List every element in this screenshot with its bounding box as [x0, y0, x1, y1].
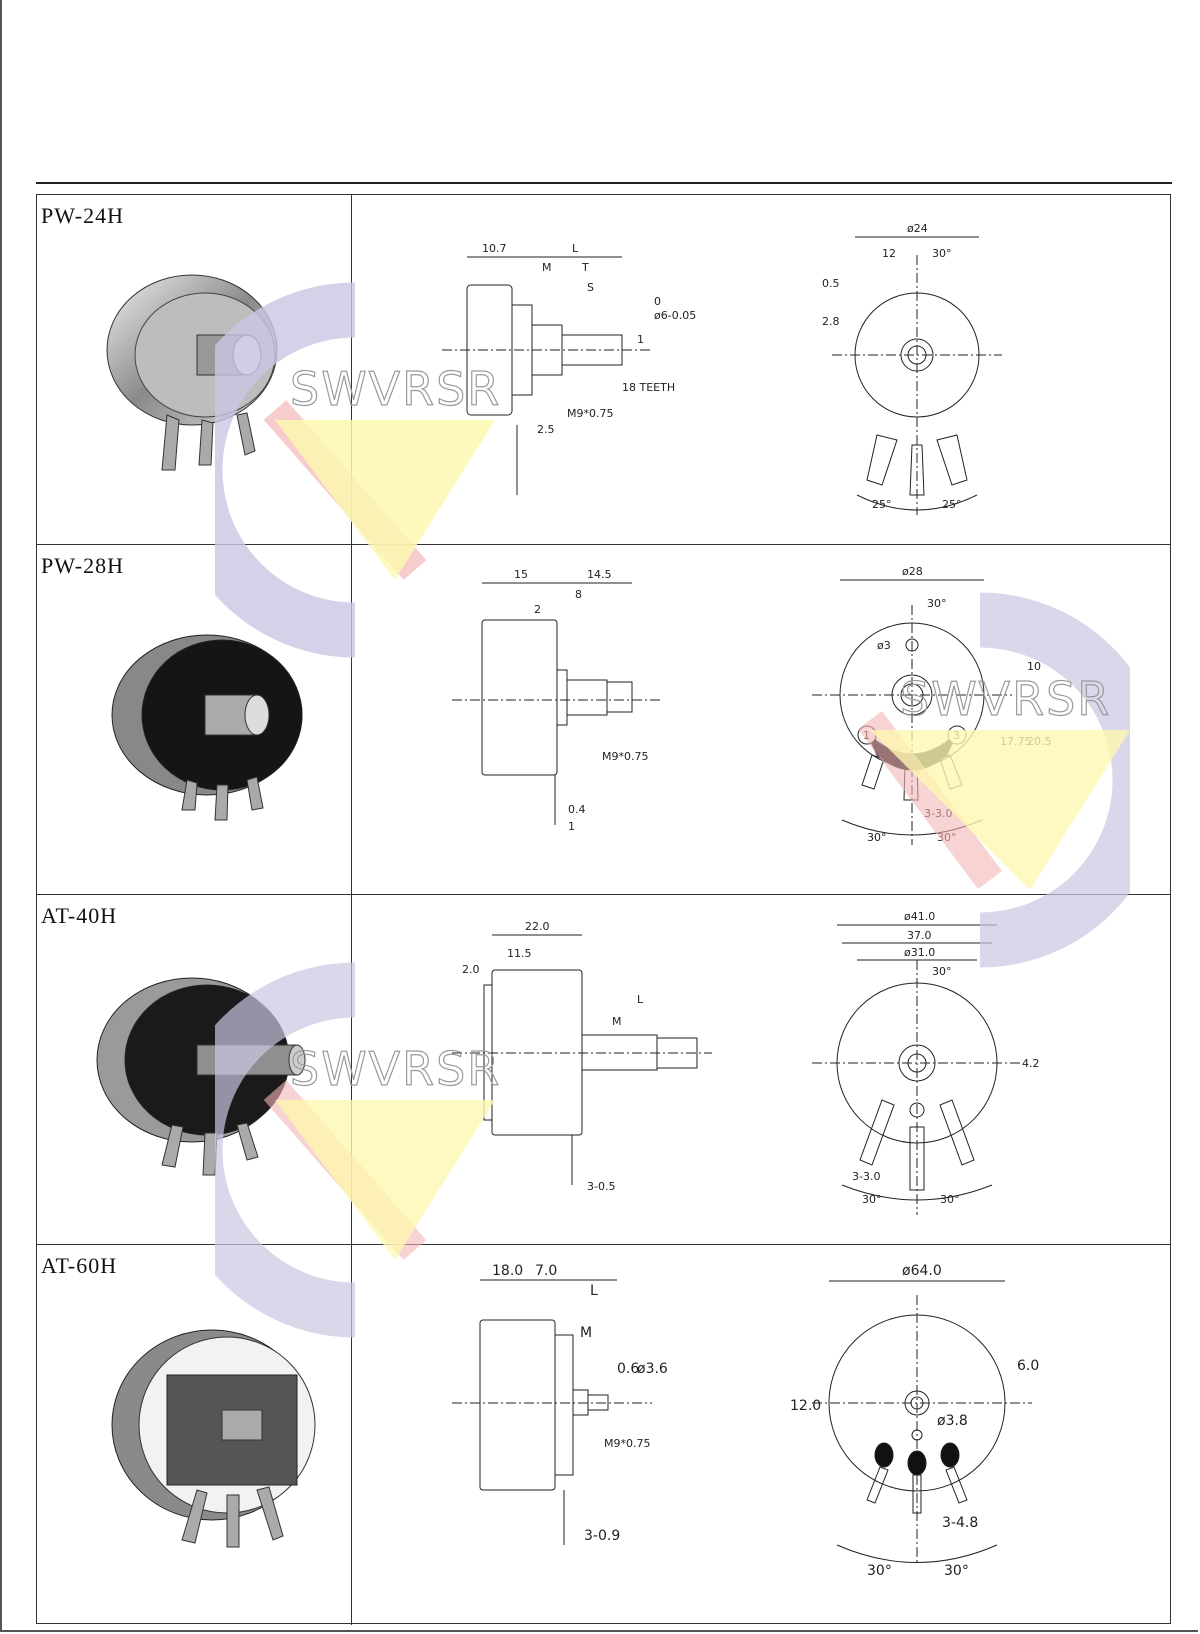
- dim-label: 3-3.0: [924, 807, 952, 820]
- drawing-cell: 22.0 11.5 2.0 L M 3-0.5: [352, 895, 1170, 1244]
- dim-label: 30°: [927, 597, 947, 610]
- front-view-drawing: ø41.0 37.0 ø31.0 30° 4.2 3-3.0 30° 30°: [812, 910, 1040, 1215]
- dim-label: 0.6: [617, 1361, 639, 1377]
- dim-label: 8: [575, 588, 582, 601]
- dim-label: 0.5: [822, 277, 840, 290]
- dim-label: ø28: [902, 565, 923, 578]
- dim-label: ø6-0.05: [654, 309, 696, 322]
- table-row: AT-60H 18.0 7.0 L: [37, 1245, 1170, 1625]
- dim-label: M: [612, 1015, 622, 1028]
- drawing-cell: 15 14.5 8 2 M9*0.75 0.4 1: [352, 545, 1170, 894]
- photo-cell: AT-60H: [37, 1245, 352, 1625]
- dim-label: 22.0: [525, 920, 550, 933]
- dim-label: ø3: [877, 639, 891, 652]
- dim-label: 18 TEETH: [622, 381, 675, 394]
- model-name: AT-60H: [41, 1253, 118, 1278]
- header-rule: [36, 182, 1172, 184]
- dim-label: 30°: [867, 1563, 892, 1579]
- model-name: PW-28H: [41, 553, 124, 578]
- dim-label: M9*0.75: [602, 750, 648, 763]
- dim-label: 30°: [937, 831, 957, 844]
- potentiometer-photo: [111, 1329, 316, 1548]
- dim-label: 30°: [932, 247, 952, 260]
- dim-label: ø24: [907, 222, 928, 235]
- dim-label: 2.0: [462, 963, 480, 976]
- model-name: PW-24H: [41, 203, 124, 228]
- dim-label: L: [637, 993, 644, 1006]
- dim-label: 25°: [872, 498, 892, 511]
- dim-label: 2.5: [537, 423, 555, 436]
- drawing-cell: 18.0 7.0 L M 0.6 ø3.6 M9*0.75 3-0.9: [352, 1245, 1170, 1625]
- side-view-drawing: 15 14.5 8 2 M9*0.75 0.4 1: [452, 568, 662, 833]
- photo-cell: PW-24H: [37, 195, 352, 544]
- dim-label: 2: [534, 603, 541, 616]
- table-row: AT-40H 22.0 11.5 2.: [37, 895, 1170, 1245]
- dim-label: 12: [882, 247, 896, 260]
- terminal-label: 1: [863, 729, 870, 742]
- front-view-drawing: ø64.0 6.0 12.0 ø3.8 3-4.8 30° 30°: [790, 1263, 1039, 1579]
- dim-label: 25°: [942, 498, 962, 511]
- table-row: PW-28H 15 14.5 8: [37, 545, 1170, 895]
- dim-label: 37.0: [907, 929, 932, 942]
- dim-label: 20.5: [1027, 735, 1052, 748]
- potentiometer-photo: [111, 634, 303, 821]
- drawing-cell: 10.7 L M T S 0 ø6-0.05 1 18 TEETH M9*0.7…: [352, 195, 1170, 544]
- terminal-label: 3: [953, 729, 960, 742]
- dim-label: 10: [1027, 660, 1041, 673]
- dim-label: L: [590, 1283, 598, 1299]
- dim-label: L: [572, 242, 579, 255]
- dim-label: 30°: [940, 1193, 960, 1206]
- dim-label: ø31.0: [904, 946, 935, 959]
- dim-label: 10.7: [482, 242, 507, 255]
- dim-label: 30°: [862, 1193, 882, 1206]
- dim-label: 3-3.0: [852, 1170, 880, 1183]
- side-view-drawing: 10.7 L M T S 0 ø6-0.05 1 18 TEETH M9*0.7…: [442, 242, 696, 495]
- dim-label: M: [542, 261, 552, 274]
- dim-label: 11.5: [507, 947, 532, 960]
- dim-label: ø41.0: [904, 910, 935, 923]
- dim-label: 30°: [867, 831, 887, 844]
- spec-table: PW-24H: [36, 194, 1171, 1625]
- photo-cell: PW-28H: [37, 545, 352, 894]
- table-row: PW-24H: [37, 195, 1170, 545]
- dim-label: 2.8: [822, 315, 840, 328]
- potentiometer-photo: [106, 274, 278, 471]
- photo-cell: AT-40H: [37, 895, 352, 1244]
- dim-label: M9*0.75: [604, 1437, 650, 1450]
- dim-label: 1: [568, 820, 575, 833]
- dim-label: T: [581, 261, 589, 274]
- dim-label: M: [580, 1325, 592, 1341]
- dim-label: 1: [637, 333, 644, 346]
- dim-label: 12.0: [790, 1398, 821, 1414]
- side-view-drawing: 18.0 7.0 L M 0.6 ø3.6 M9*0.75 3-0.9: [452, 1263, 668, 1545]
- dim-label: 6.0: [1017, 1358, 1039, 1374]
- dim-label: 30°: [932, 965, 952, 978]
- dim-label: 3-4.8: [942, 1515, 978, 1531]
- dim-label: 30°: [944, 1563, 969, 1579]
- dim-label: 0.4: [568, 803, 586, 816]
- side-view-drawing: 22.0 11.5 2.0 L M 3-0.5: [452, 920, 712, 1193]
- dim-label: M9*0.75: [567, 407, 613, 420]
- potentiometer-photo: [96, 977, 306, 1176]
- dim-label: ø3.8: [937, 1413, 968, 1429]
- dim-label: ø3.6: [637, 1361, 668, 1377]
- dim-label: S: [587, 281, 594, 294]
- front-view-drawing: ø24 12 30° 0.5 2.8 25° 25°: [822, 222, 1002, 515]
- dim-label: 14.5: [587, 568, 612, 581]
- dim-label: 18.0: [492, 1263, 523, 1279]
- dim-label: 3-0.5: [587, 1180, 615, 1193]
- dim-label: ø64.0: [902, 1263, 942, 1279]
- dim-label: 3-0.9: [584, 1528, 620, 1544]
- dim-label: 15: [514, 568, 528, 581]
- dim-label: 4.2: [1022, 1057, 1040, 1070]
- dim-label: 0: [654, 295, 661, 308]
- model-name: AT-40H: [41, 903, 118, 928]
- dim-label: 7.0: [535, 1263, 557, 1279]
- front-view-drawing: ø28 30° ø3 10 17.75 20.5 1 3 3-3.0 30° 3…: [812, 565, 1052, 845]
